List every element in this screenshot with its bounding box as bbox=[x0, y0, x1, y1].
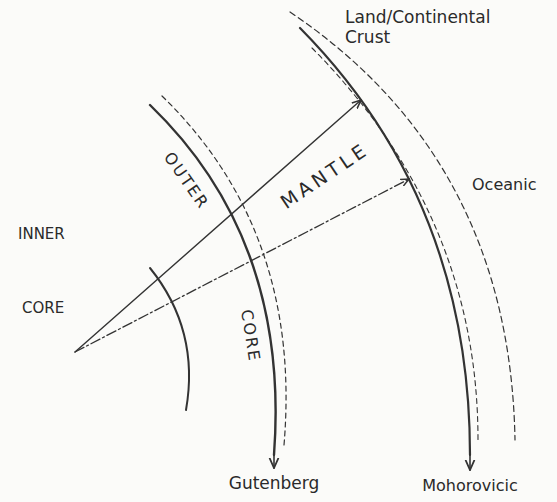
inner-core-boundary bbox=[150, 268, 189, 410]
layer-label: CORE bbox=[237, 308, 263, 363]
crust-dashed-outer bbox=[290, 12, 515, 440]
boundary-label: Gutenberg bbox=[229, 474, 320, 494]
crust-label: Oceanic bbox=[472, 176, 536, 194]
gutenberg-arrow bbox=[273, 455, 275, 468]
boundary-label: Mohorovicic bbox=[422, 477, 518, 495]
layer-label: OUTER bbox=[160, 149, 213, 213]
layer-label: MANTLE bbox=[277, 138, 374, 213]
gutenberg-boundary bbox=[150, 105, 276, 455]
crust-label: Land/Continental Crust bbox=[345, 8, 525, 47]
layer-label: CORE bbox=[22, 300, 64, 317]
moho-arrow bbox=[469, 455, 471, 470]
crust-dashed-inner bbox=[312, 48, 478, 440]
layer-label: INNER bbox=[18, 226, 65, 243]
gutenberg-dashed bbox=[162, 96, 286, 445]
